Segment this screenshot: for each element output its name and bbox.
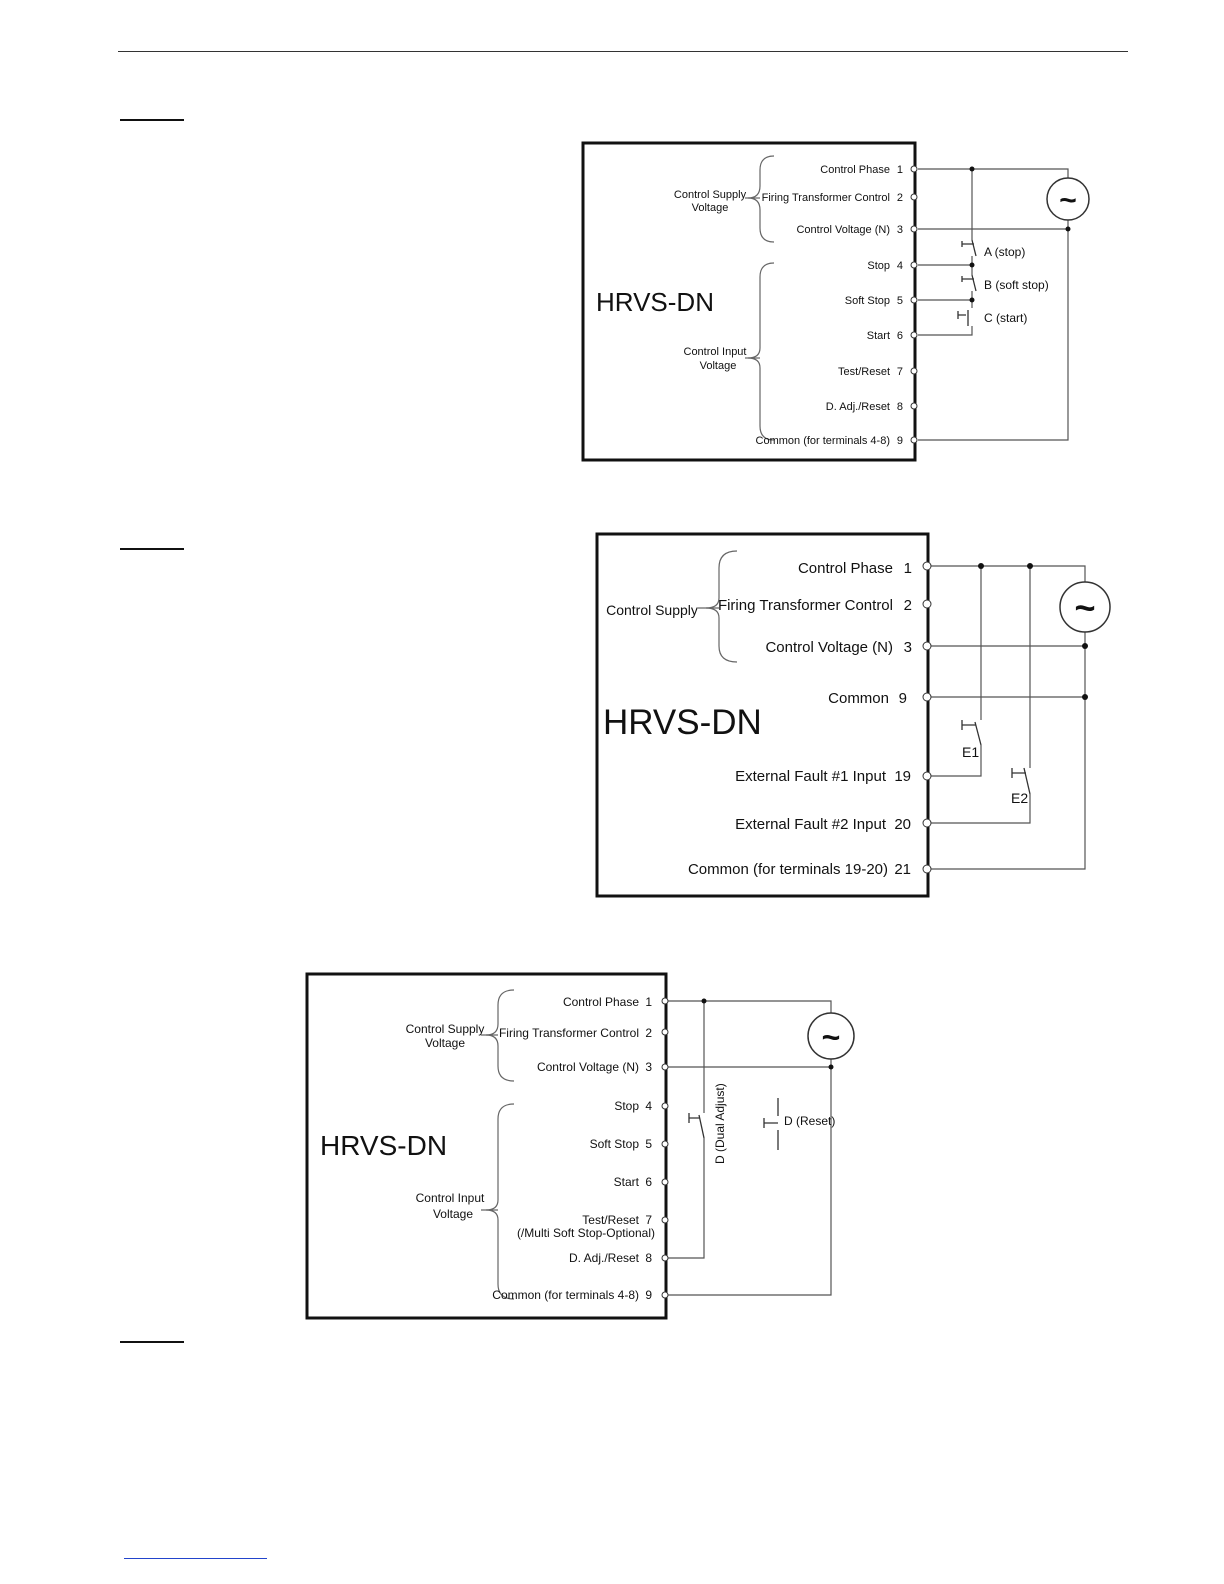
ac-source-symbol: ~ [822,1019,841,1055]
terminal-label: External Fault #1 Input [735,768,887,785]
terminal-label: Common [828,690,889,707]
switch-c-icon [957,310,969,326]
terminal-label: Common (for terminals 19-20) [688,861,888,878]
device-label-2: HRVS-DN [603,703,762,742]
terminal-number: 1 [904,560,912,577]
section-marker-3 [120,1341,184,1343]
terminal-label: Start [867,330,890,342]
terminal-number: 5 [897,295,903,307]
terminal-number: 8 [897,401,903,413]
terminal-number: 2 [645,1026,652,1040]
terminal-number: 9 [897,435,903,447]
terminal-label: Soft Stop [590,1137,640,1151]
terminal-label: External Fault #2 Input [735,816,887,833]
diagram-2: HRVS-DN Control Supply Control Phase Fir… [595,532,1111,898]
ac-source-symbol: ~ [1074,587,1095,628]
switch-label-vertical: D (Dual Adjust) [713,1083,727,1164]
ac-source-icon [1046,177,1090,221]
group-input-label-1b: Voltage [700,360,737,372]
device-box-2 [595,532,930,898]
terminal-label: D. Adj./Reset [826,401,890,413]
switch-label: B (soft stop) [984,278,1049,292]
device-label-3: HRVS-DN [320,1130,447,1161]
terminal-label: Control Voltage (N) [796,224,890,236]
terminal-label: Control Phase [798,560,893,577]
terminal-number: 9 [899,690,907,707]
group-supply-label-3a: Control Supply [406,1022,485,1036]
section-marker-2 [120,548,184,550]
terminal-label: Stop [614,1099,639,1113]
group-input-label-1a: Control Input [684,346,747,358]
terminal-label: Stop [867,260,890,272]
terminal-number: 2 [904,597,912,614]
group-input-label-3a: Control Input [416,1191,485,1205]
terminal-number: 21 [894,861,911,878]
terminal-label: Control Voltage (N) [765,639,893,656]
group-supply-label-1b: Voltage [692,202,729,214]
device-label-1: HRVS-DN [596,287,714,317]
terminal-label: Start [614,1175,640,1189]
terminal-label: Control Phase [820,164,890,176]
header-rule [118,51,1128,52]
terminal-number: 3 [645,1060,652,1074]
terminal-label: Test/Reset [838,366,890,378]
terminal-label: Control Phase [563,995,639,1009]
diagram-1: HRVS-DN Control Supply Voltage Control I… [581,141,1090,462]
group-supply-label-1a: Control Supply [674,189,747,201]
switch-e1-icon [961,720,982,746]
terminal-label: D. Adj./Reset [569,1251,640,1265]
terminal-number: 6 [897,330,903,342]
terminal-label: Common (for terminals 4-8) [756,435,890,447]
terminal-label: Soft Stop [845,295,890,307]
brace-input-3 [485,1103,515,1300]
switch-label: E1 [962,744,979,760]
terminal-number: 7 [897,366,903,378]
section-marker-1 [120,119,184,121]
terminal-number: 20 [894,816,911,833]
terminal-number: 7 [645,1213,652,1227]
terminal-number: 5 [645,1137,652,1151]
terminal-number: 9 [645,1288,652,1302]
switch-d-reset-icon [763,1098,779,1150]
switch-label: D (Reset) [784,1114,835,1128]
terminal-number: 6 [645,1175,652,1189]
ac-source-icon [807,1012,855,1060]
terminal-7-note: (/Multi Soft Stop-Optional) [517,1226,655,1240]
group-supply-label-3b: Voltage [425,1036,465,1050]
terminal-label: Firing Transformer Control [762,192,890,204]
diagram-3: HRVS-DN Control Supply Voltage Control I… [305,972,855,1320]
group-input-label-3b: Voltage [433,1207,473,1221]
terminal-label: Firing Transformer Control [499,1026,639,1040]
terminal-number: 19 [894,768,911,785]
footer-link-underline[interactable] [124,1558,267,1559]
terminal-number: 1 [897,164,903,176]
terminal-number: 3 [904,639,912,656]
terminal-number: 1 [645,995,652,1009]
terminal-number: 3 [897,224,903,236]
switch-b-icon [961,274,977,292]
switch-e2-icon [1011,767,1031,795]
switch-label: C (start) [984,311,1027,325]
switch-a-icon [961,239,977,257]
switch-d-dual-adjust-icon [688,1113,705,1139]
switch-label: E2 [1011,790,1028,806]
ac-source-icon [1059,581,1111,633]
group-supply-label-2: Control Supply [606,602,698,618]
ac-source-symbol: ~ [1059,184,1077,217]
terminal-label: Test/Reset [582,1213,639,1227]
switch-label: A (stop) [984,245,1025,259]
terminal-label: Firing Transformer Control [718,597,893,614]
terminal-number: 8 [645,1251,652,1265]
terminal-label: Control Voltage (N) [537,1060,639,1074]
brace-input-1 [747,262,775,441]
terminal-label: Common (for terminals 4-8) [492,1288,639,1302]
terminal-number: 4 [897,260,903,272]
terminal-number: 4 [645,1099,652,1113]
terminal-number: 2 [897,192,903,204]
